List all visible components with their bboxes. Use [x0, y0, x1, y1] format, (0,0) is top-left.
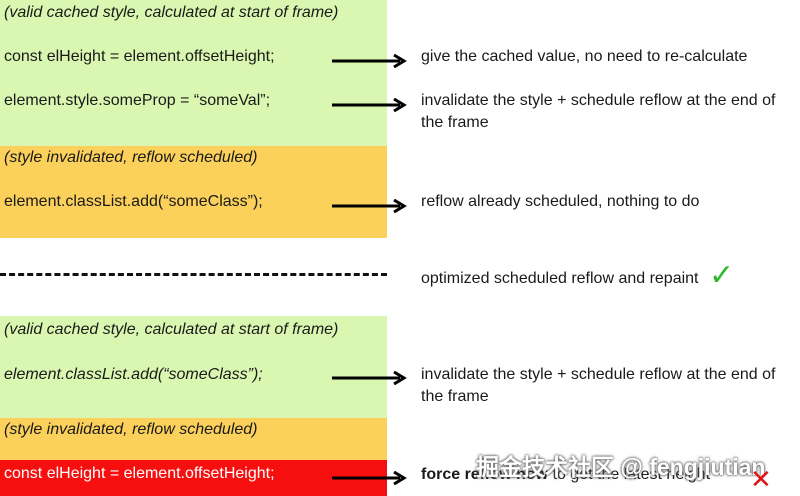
- watermark: 掘金技术社区 @ fengjiutian: [476, 454, 766, 480]
- top-line3-note: reflow already scheduled, nothing to do: [421, 193, 700, 210]
- bottom-red-block: [0, 460, 387, 496]
- top-line1-code: const elHeight = element.offsetHeight;: [4, 48, 275, 65]
- bottom-line2-code: const elHeight = element.offsetHeight;: [4, 465, 275, 482]
- top-green-block: [0, 0, 387, 146]
- checkmark-icon: ✓: [708, 259, 735, 292]
- bottom-line2-note: force reflow now to get the latest heigh…: [421, 464, 793, 486]
- bottom-green-block: [0, 316, 387, 418]
- bottom-green-label: (valid cached style, calculated at start…: [4, 321, 339, 338]
- bottom-line2-note-rest: to get the latest height: [548, 466, 711, 483]
- divider-note: optimized scheduled reflow and repaint ✓: [421, 261, 793, 291]
- bottom-line1-code: element.classList.add(“someClass”);: [4, 366, 263, 383]
- divider-note-text: optimized scheduled reflow and repaint: [421, 270, 699, 287]
- section-divider: [0, 273, 387, 276]
- top-line3-code: element.classList.add(“someClass”);: [4, 193, 263, 210]
- top-yellow-label: (style invalidated, reflow scheduled): [4, 149, 258, 166]
- top-line2-note: invalidate the style + schedule reflow a…: [421, 92, 776, 131]
- bottom-yellow-label: (style invalidated, reflow scheduled): [4, 421, 258, 438]
- top-line2-code: element.style.someProp = “someVal”;: [4, 92, 271, 109]
- arrow-right-icon: [332, 199, 407, 213]
- top-yellow-block: [0, 146, 387, 238]
- arrow-right-icon: [332, 371, 407, 385]
- cross-icon: ✕: [750, 464, 772, 494]
- top-line1-note: give the cached value, no need to re-cal…: [421, 48, 748, 65]
- arrow-right-icon: [332, 54, 407, 68]
- arrow-right-icon: [332, 471, 407, 485]
- bottom-line1-note: invalidate the style + schedule reflow a…: [421, 366, 776, 405]
- arrow-right-icon: [332, 98, 407, 112]
- bottom-yellow-block: [0, 418, 387, 460]
- bottom-line2-note-bold: force reflow now: [421, 466, 549, 483]
- top-green-label: (valid cached style, calculated at start…: [4, 4, 339, 21]
